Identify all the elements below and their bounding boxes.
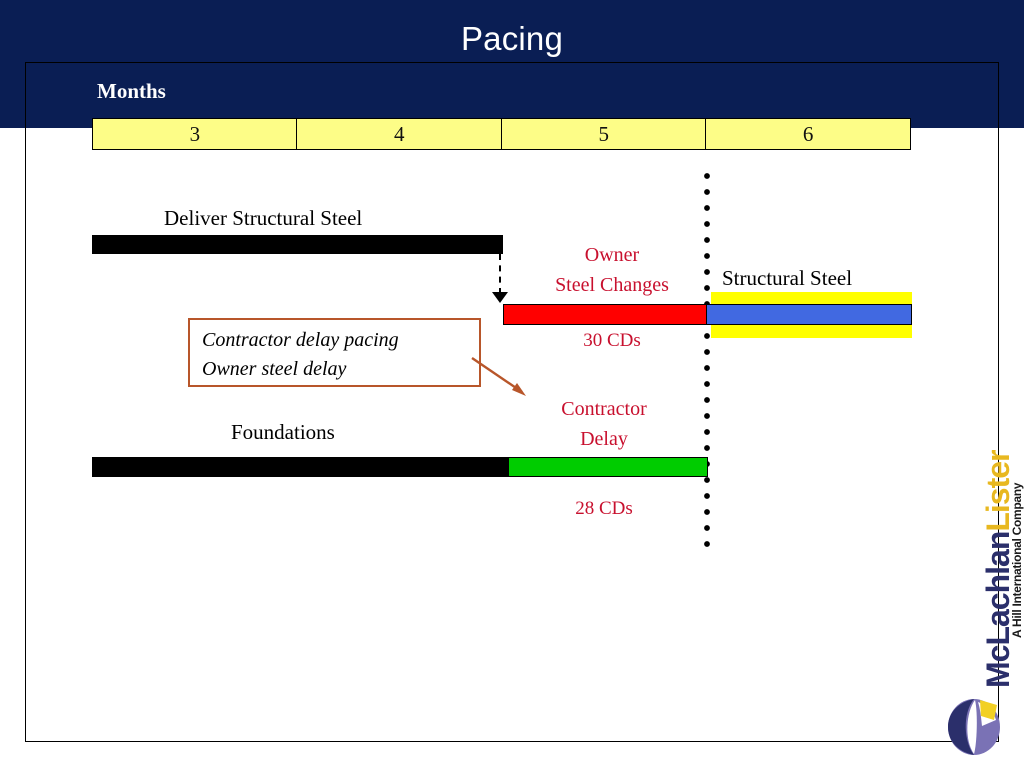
pacing-callout-box: Contractor delay pacing Owner steel dela…: [188, 318, 481, 387]
data-date-dotted-line: [703, 172, 711, 550]
contractor-delay-label-line2: Delay: [580, 428, 628, 451]
callout-line2: Owner steel delay: [202, 358, 347, 380]
content-background: [26, 128, 998, 742]
timescale-axis-label: Months: [97, 79, 166, 103]
pacing-arrowhead-icon: [492, 292, 508, 303]
owner-steel-changes-label-line2: Steel Changes: [555, 274, 669, 297]
contractor-delay-bar: [508, 457, 708, 477]
page-title: Pacing: [460, 20, 564, 57]
owner-steel-changes-label-line1: Owner: [584, 244, 640, 266]
brand-sphere-icon: [948, 699, 1000, 755]
month-cell: 5: [500, 118, 707, 150]
pacing-dashed-connector: [499, 254, 501, 294]
contractor-delay-label: Contractor Delay: [506, 394, 702, 455]
deliver-steel-label: Deliver Structural Steel: [164, 206, 363, 230]
month-cell: 6: [705, 118, 911, 150]
structural-steel-label: Structural Steel: [722, 266, 853, 290]
callout-arrow-icon: [471, 357, 526, 396]
content-frame: [25, 62, 999, 742]
month-cell: 4: [296, 118, 503, 150]
owner-steel-changes-duration: 30 CDs: [583, 330, 641, 351]
foundations-label: Foundations: [231, 420, 335, 444]
timescale-month-row: 3 4 5 6: [92, 118, 911, 150]
structural-steel-bar: [706, 304, 912, 325]
owner-steel-changes-label: Owner Steel Changes: [506, 240, 718, 301]
contractor-delay-duration: 28 CDs: [575, 498, 633, 519]
foundations-bar: [92, 457, 508, 477]
callout-line1: Contractor delay pacing: [202, 329, 399, 351]
slide-title-band: [0, 0, 1024, 128]
deliver-steel-bar: [92, 235, 503, 254]
brand-logo: McLachlanLister A Hill International Com…: [934, 388, 1024, 755]
month-cell: 3: [92, 118, 298, 150]
contractor-delay-label-line1: Contractor: [561, 398, 647, 420]
brand-tagline: A Hill International Company: [1010, 482, 1024, 638]
owner-steel-changes-bar: [503, 304, 708, 325]
